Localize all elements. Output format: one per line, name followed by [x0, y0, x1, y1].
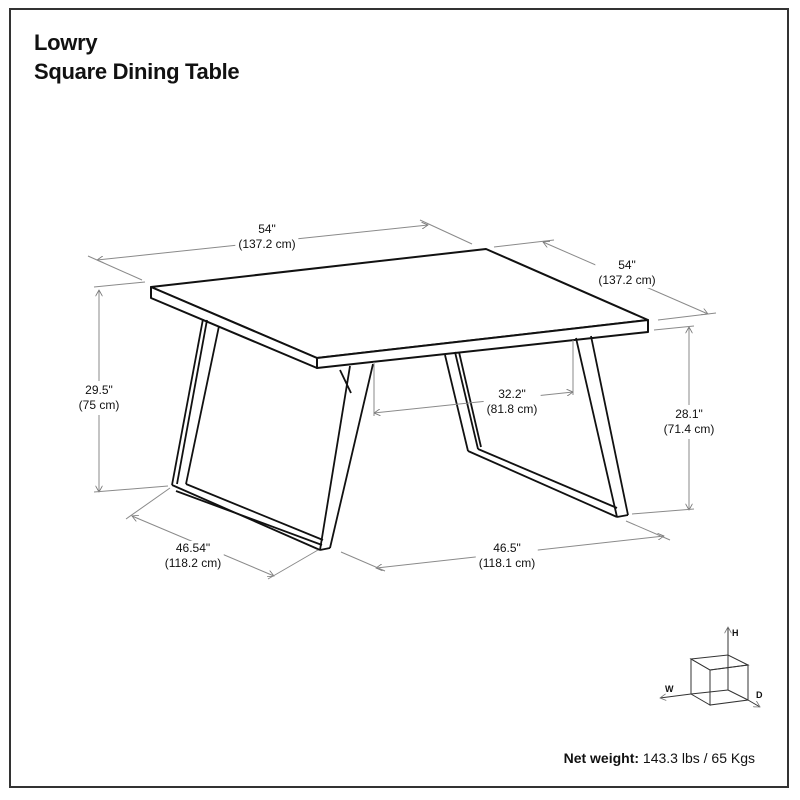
product-name: Lowry — [34, 30, 98, 55]
dim-top-depth: 54" (137.2 cm) — [595, 258, 659, 288]
net-weight-label: Net weight: — [563, 750, 640, 766]
dim-base-depth: 46.54" (118.2 cm) — [161, 541, 225, 571]
dim-leg-clearance-height: 28.1" (71.4 cm) — [661, 405, 717, 439]
dim-base-width: 46.5" (118.1 cm) — [475, 541, 539, 571]
product-title: Lowry Square Dining Table — [34, 28, 240, 86]
right-leg-frame — [444, 335, 629, 518]
dim-top-width: 54" (137.2 cm) — [235, 222, 299, 252]
cube-axes-icon — [660, 627, 760, 707]
dim-overall-height: 29.5" (75 cm) — [76, 381, 122, 415]
table-top — [150, 248, 649, 369]
net-weight: Net weight: 143.3 lbs / 65 Kgs — [564, 750, 755, 766]
axis-label-h: H — [732, 628, 739, 638]
axis-label-d: D — [756, 690, 763, 700]
product-type: Square Dining Table — [34, 59, 240, 84]
dim-inner-leg-span: 32.2" (81.8 cm) — [483, 387, 541, 417]
axis-label-w: W — [665, 684, 674, 694]
net-weight-value: 143.3 lbs / 65 Kgs — [642, 750, 755, 766]
